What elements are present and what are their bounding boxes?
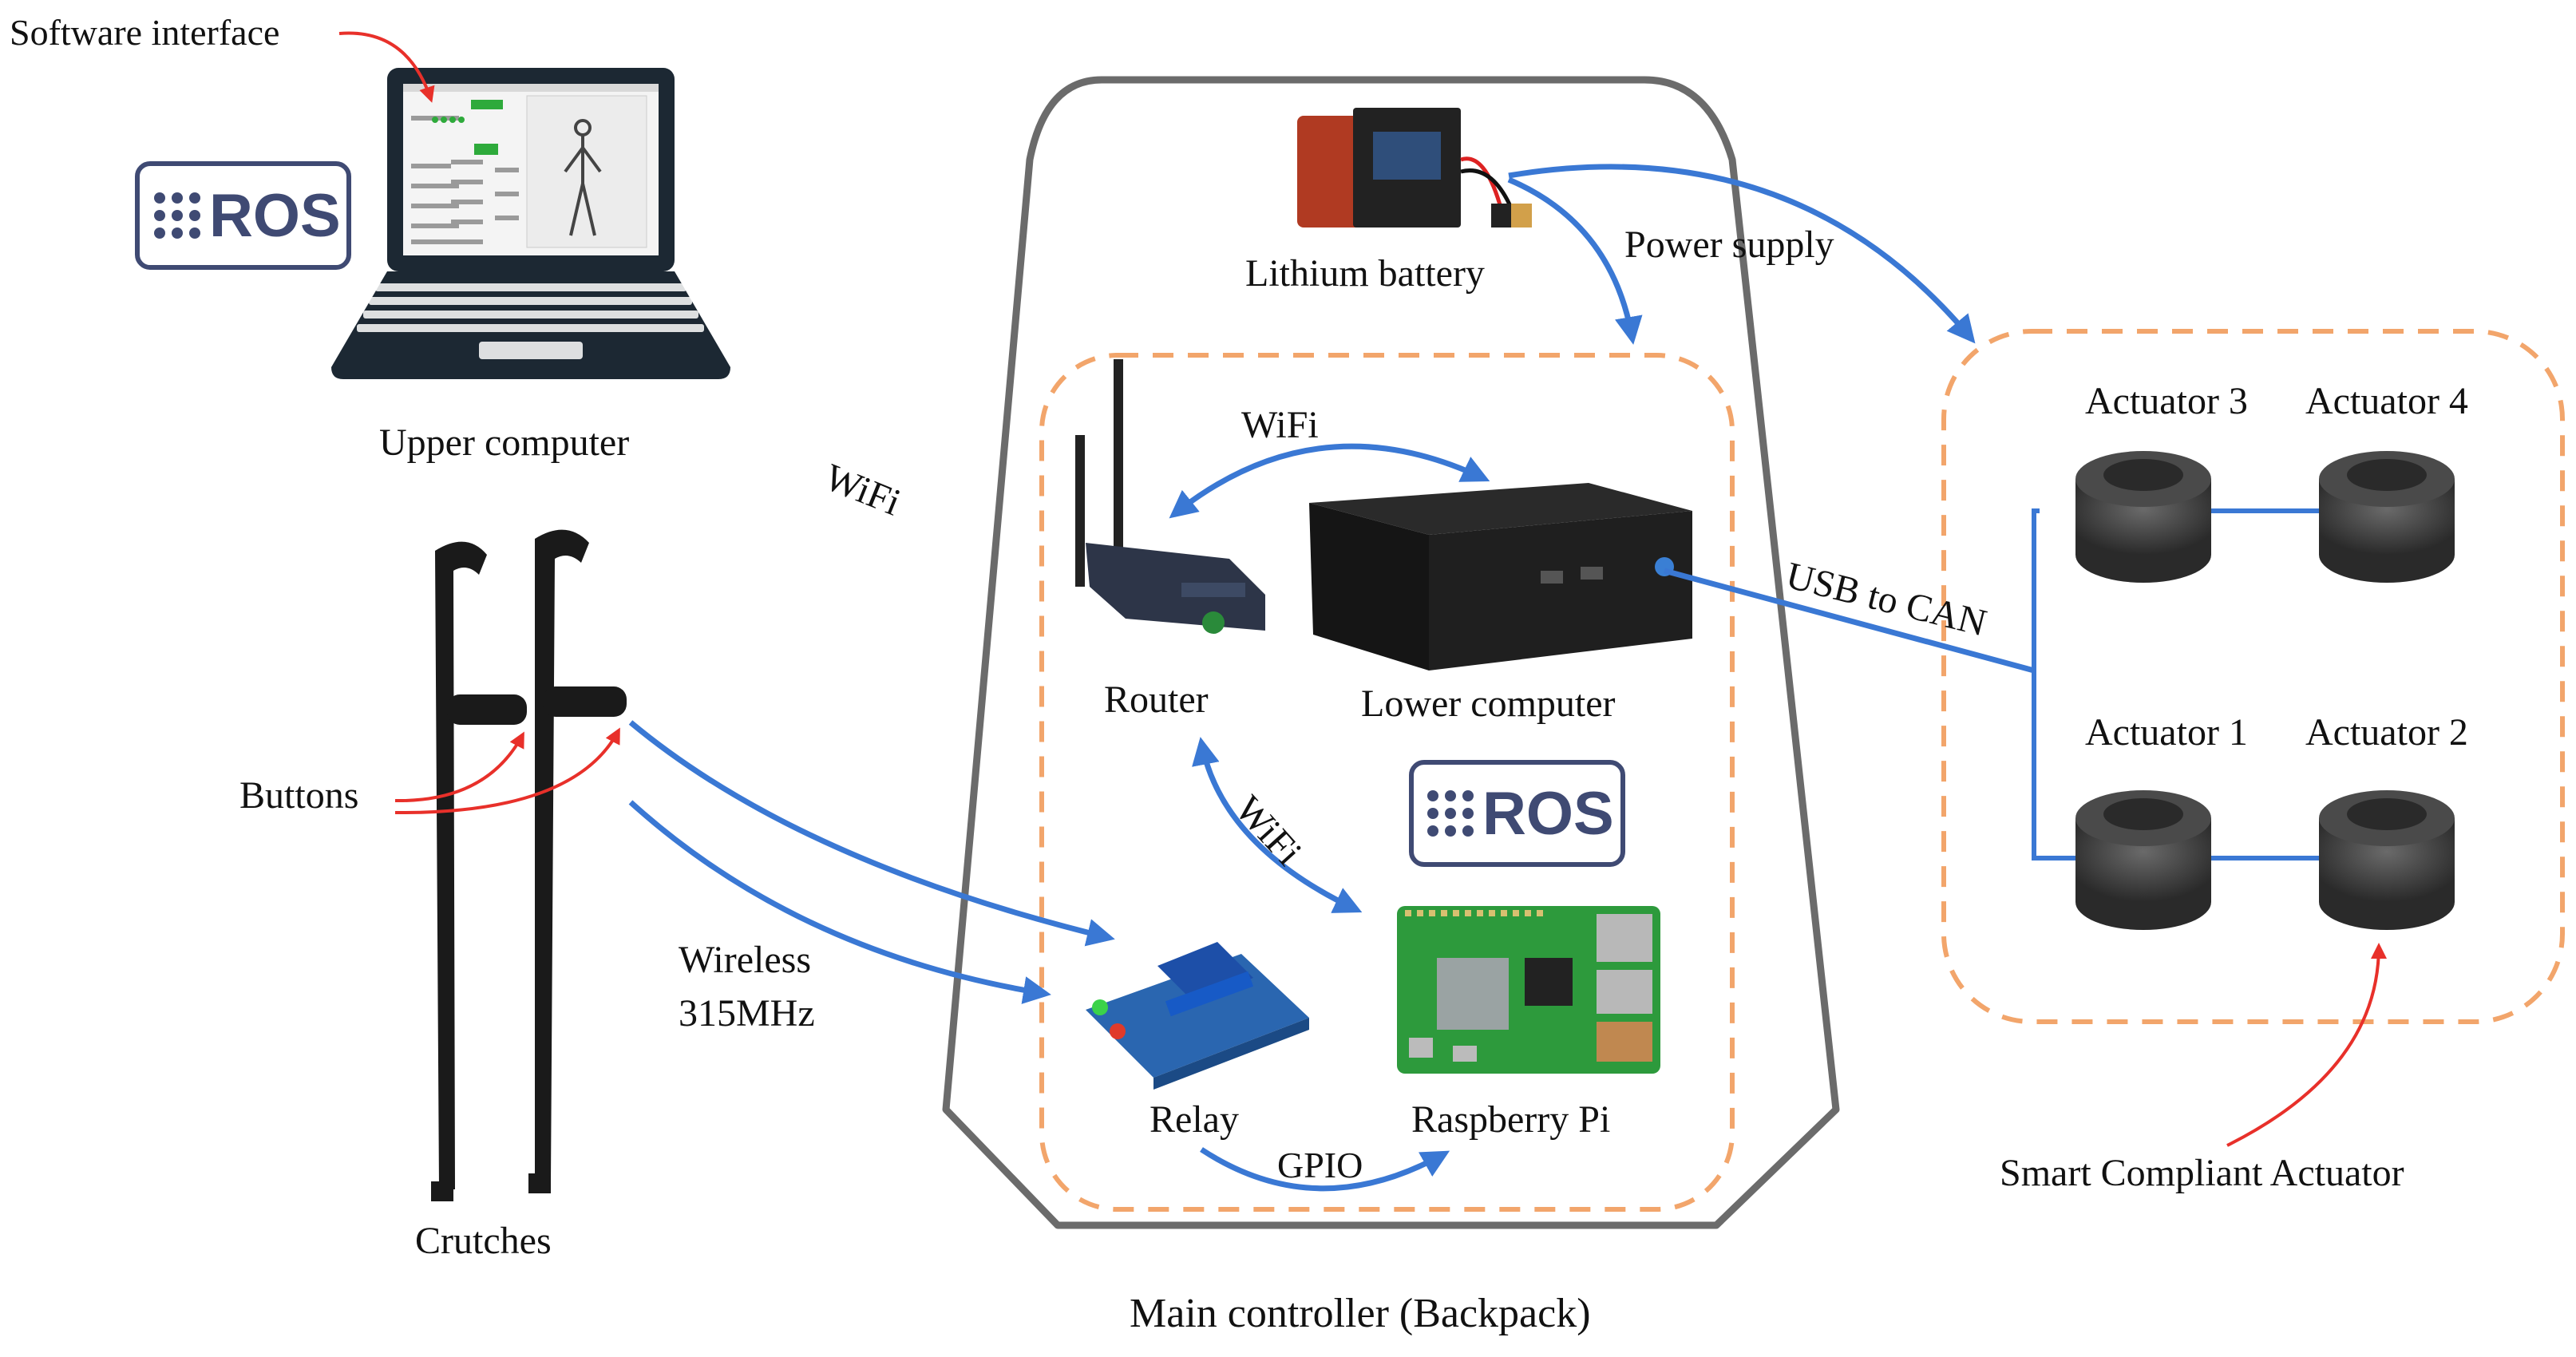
usb-to-can-line: [1664, 568, 2035, 674]
upper-computer-label: Upper computer: [379, 421, 629, 464]
crutch-icon-left: [431, 541, 527, 1201]
relay-module-icon: [1086, 942, 1309, 1090]
wireless-label: Wireless: [679, 939, 811, 981]
wireless-frequency-label: 315MHz: [679, 992, 815, 1035]
wifi-router-pi-arrow: [1192, 737, 1363, 913]
buttons-arrow-right: [394, 727, 620, 815]
relay-label: Relay: [1150, 1098, 1239, 1141]
wifi-router-pi-label: WiFi: [1227, 788, 1310, 873]
wifi-router-icon: [1075, 359, 1265, 634]
wifi-router-lower-arrow: [1169, 443, 1490, 519]
smart-compliant-actuator-arrow: [2226, 943, 2387, 1147]
ros-upper-text: ROS: [209, 182, 341, 250]
lithium-battery-icon: [1297, 108, 1532, 227]
actuator-dashed-box: [1941, 329, 2565, 1024]
actuator-4-label: Actuator 4: [2305, 380, 2468, 422]
software-interface-label: Software interface: [10, 12, 279, 53]
software-interface-arrow: [338, 31, 435, 103]
ros-lower-text: ROS: [1482, 780, 1614, 848]
actuator-icon-3: [2075, 451, 2211, 583]
main-controller-label: Main controller (Backpack): [1130, 1291, 1591, 1336]
controller-inner-dashed-box: [1039, 353, 1735, 1212]
actuator-3-label: Actuator 3: [2085, 380, 2248, 422]
gpio-arrow: [1200, 1147, 1450, 1192]
router-label: Router: [1104, 678, 1209, 721]
crutches-label: Crutches: [415, 1220, 552, 1262]
buttons-arrow-left: [394, 731, 524, 803]
wifi-router-lower-label: WiFi: [1241, 404, 1319, 446]
lower-computer-label: Lower computer: [1361, 682, 1616, 725]
ros-logo-upper: ROS: [135, 161, 351, 270]
actuator-1-label: Actuator 1: [2085, 711, 2248, 754]
smart-compliant-actuator-label: Smart Compliant Actuator: [2000, 1152, 2404, 1194]
raspberry-pi-board-icon: [1397, 906, 1660, 1074]
crutch-to-relay-arrow-2: [628, 800, 1051, 1004]
main-controller-outline: [942, 76, 1840, 1229]
actuator-icon-1: [2075, 790, 2211, 930]
mini-pc-icon: [1309, 483, 1692, 671]
crutch-icon-right: [528, 529, 627, 1193]
power-to-controller-arrow: [1507, 176, 1643, 345]
gpio-label: GPIO: [1277, 1145, 1363, 1185]
raspberry-pi-label: Raspberry Pi: [1411, 1098, 1610, 1141]
buttons-label: Buttons: [239, 774, 358, 817]
lithium-battery-label: Lithium battery: [1245, 252, 1485, 295]
power-supply-label: Power supply: [1624, 224, 1834, 266]
ros-logo-lower: ROS: [1409, 760, 1625, 867]
actuator-icon-2: [2319, 790, 2455, 930]
actuator-bus: [2032, 508, 2319, 860]
wifi-upper-label: WiFi: [819, 456, 907, 524]
crutch-to-relay-arrow-1: [628, 720, 1115, 947]
actuator-2-label: Actuator 2: [2305, 711, 2468, 754]
laptop-icon: [331, 68, 730, 379]
actuator-icon-4: [2319, 451, 2455, 583]
power-to-actuators-arrow: [1508, 164, 1976, 344]
